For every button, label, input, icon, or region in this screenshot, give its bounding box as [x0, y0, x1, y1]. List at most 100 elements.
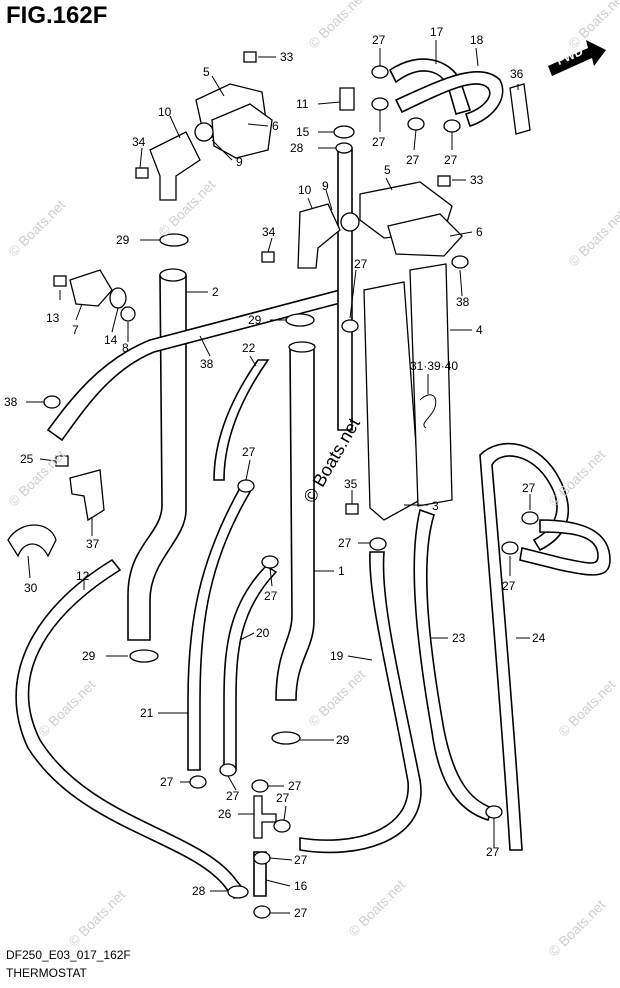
callout-30: 30 [24, 581, 38, 595]
callout-26: 26 [218, 807, 232, 821]
clamp-27-c [407, 117, 425, 131]
callout-37b: 38 [456, 295, 470, 309]
hose-23 [413, 508, 494, 821]
bracket-36 [69, 469, 105, 522]
callout-10b: 10 [298, 183, 312, 197]
callout-29d: 29 [336, 733, 350, 747]
hose-22 [213, 359, 270, 481]
callout-23: 23 [452, 631, 466, 645]
callout-5a: 5 [203, 65, 210, 79]
clamp-27-e [341, 319, 359, 333]
hose-2-end [159, 268, 187, 282]
clamp-27-h [521, 511, 539, 525]
elbow-10-right [297, 203, 341, 269]
callout-12: 12 [76, 569, 90, 583]
callout-27f: 27 [242, 445, 256, 459]
clamp-27-o [253, 851, 271, 865]
bolt-13 [53, 275, 67, 287]
clamp-27-b [371, 97, 389, 111]
callout-2: 2 [212, 285, 219, 299]
callout-31-39-40: 31·39·40 [410, 359, 458, 373]
callout-27k: 27 [160, 775, 174, 789]
clamp-27-n [273, 819, 291, 833]
callout-9a: 9 [236, 155, 243, 169]
callout-labels: 33 5 6 10 34 9 29 11 15 28 27 27 27 27 1… [4, 25, 546, 920]
bolt-35 [345, 503, 359, 515]
clip-31 [419, 394, 437, 429]
callout-27l: 27 [226, 789, 240, 803]
cover-plate-3 [363, 281, 421, 521]
callout-19: 19 [330, 649, 344, 663]
callout-8: 8 [122, 341, 129, 355]
elbow-10-top [149, 131, 201, 201]
callout-27j: 27 [264, 589, 278, 603]
part-11 [339, 87, 355, 111]
callout-27o: 27 [294, 853, 308, 867]
callout-7: 7 [72, 323, 79, 337]
bolt-33-b [437, 175, 451, 187]
callout-17: 17 [430, 25, 444, 39]
clamp-29-b [285, 313, 315, 327]
callout-33b: 33 [470, 173, 484, 187]
hose-17 [388, 58, 472, 115]
clamp-27-q [485, 805, 503, 819]
callout-29c: 29 [82, 649, 96, 663]
hose-21 [187, 486, 252, 771]
thermostat-gasket-top [211, 103, 273, 159]
callout-33a: 33 [280, 50, 294, 64]
callout-21: 21 [140, 706, 154, 720]
callout-16: 16 [294, 879, 308, 893]
callout-4: 4 [476, 323, 483, 337]
clamp-37-b [451, 255, 469, 269]
callout-24: 24 [532, 631, 546, 645]
callout-29b: 29 [248, 313, 262, 327]
callout-11: 11 [296, 97, 309, 111]
clamp-27-k [189, 775, 207, 789]
clamp-27-m [251, 779, 269, 793]
figure-code: DF250_E03_017_162F [6, 948, 131, 962]
sensor-7 [69, 269, 113, 307]
callout-36: 37 [86, 537, 100, 551]
clamp-29-d [271, 731, 301, 745]
thermostat-9-right [340, 212, 360, 232]
clamp-27-p [253, 905, 271, 919]
callout-28a: 28 [290, 141, 304, 155]
hose-24-branch [519, 519, 611, 576]
callout-32: 36 [510, 67, 524, 81]
callout-27g: 27 [338, 536, 352, 550]
leader-lines [26, 40, 531, 914]
hose-18 [394, 71, 504, 127]
clamp-28-a [335, 142, 353, 154]
cap-8 [120, 306, 136, 322]
callout-27c: 27 [406, 153, 420, 167]
figure-title: FIG.162F [6, 2, 108, 29]
clamp-30 [7, 524, 57, 558]
callout-27d: 27 [444, 153, 458, 167]
callout-13: 13 [46, 311, 60, 325]
bolt-33-a [243, 51, 257, 63]
callout-22: 22 [242, 341, 256, 355]
callout-35: 35 [344, 477, 358, 491]
callout-3: 3 [432, 499, 439, 513]
callout-27n: 27 [276, 791, 290, 805]
hose-1-end [288, 341, 316, 353]
hose-1 [275, 344, 315, 701]
callout-14: 14 [104, 333, 118, 347]
hose-19 [299, 551, 422, 854]
hose-2 [127, 274, 187, 641]
bracket-32 [509, 83, 531, 135]
clamp-27-j [261, 555, 279, 569]
gasket-4 [409, 263, 453, 507]
callout-15: 15 [296, 125, 310, 139]
clamp-27-a [371, 65, 389, 79]
callout-5b: 5 [384, 163, 391, 177]
hose-small-vertical [337, 147, 353, 431]
callout-34b: 34 [262, 225, 276, 239]
callout-27p: 27 [294, 906, 308, 920]
callout-27m: 27 [288, 779, 302, 793]
callout-27e: 27 [354, 257, 368, 271]
bolt-34-b [261, 251, 275, 263]
t-joint-26 [253, 795, 277, 839]
callout-27a: 27 [372, 33, 386, 47]
